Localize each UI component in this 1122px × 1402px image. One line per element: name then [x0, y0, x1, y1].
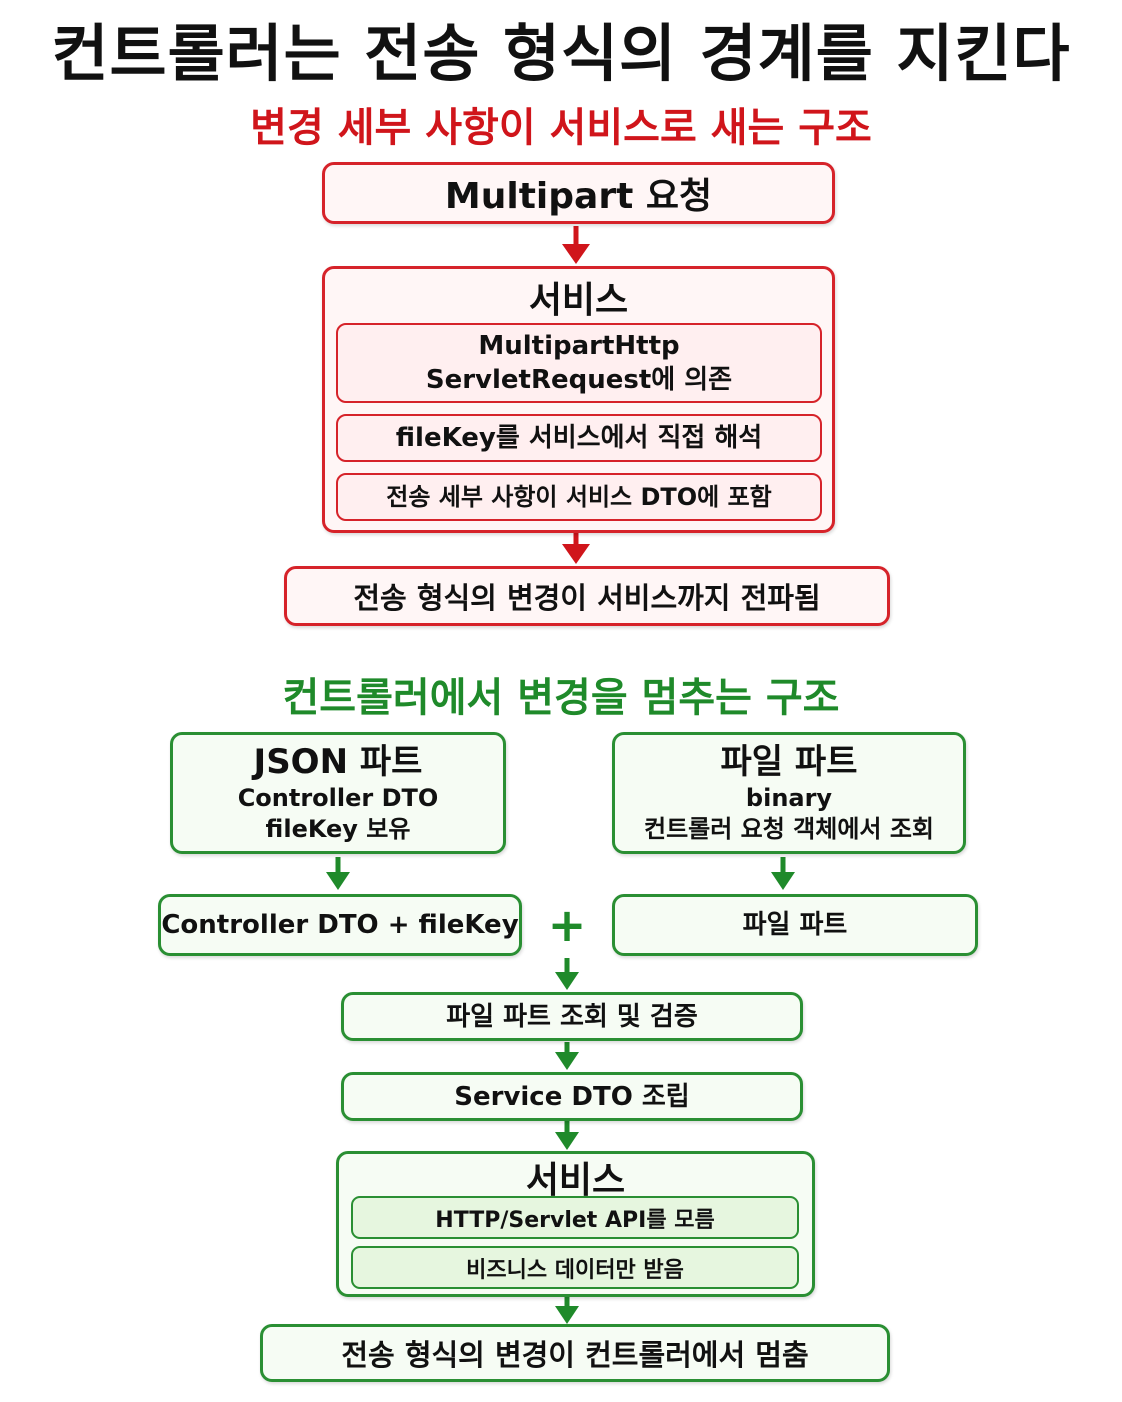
bad-service-title: 서비스: [528, 280, 629, 321]
file-part-line-1: binary: [745, 784, 833, 812]
green-arrow-assemble: [555, 1121, 579, 1150]
bad-result-box: 전송 형식의 변경이 서비스까지 전파됨: [284, 566, 890, 626]
red-arrow-1: [562, 226, 590, 264]
plus-icon: +: [547, 898, 587, 952]
file-part-line-2: 컨트롤러 요청 객체에서 조회: [643, 815, 935, 843]
json-part-line-2: fileKey 보유: [265, 815, 411, 843]
file-part-small-box: 파일 파트: [612, 894, 978, 956]
file-part-box: 파일 파트 binary 컨트롤러 요청 객체에서 조회: [612, 732, 966, 854]
bad-section-title: 변경 세부 사항이 서비스로 새는 구조: [250, 105, 872, 151]
json-part-box: JSON 파트 Controller DTO fileKey 보유: [170, 732, 506, 854]
multipart-request-box: Multipart 요청: [322, 162, 835, 224]
good-service-item-1: HTTP/Servlet API를 모름: [351, 1196, 799, 1239]
lookup-box: 파일 파트 조회 및 검증: [341, 992, 803, 1041]
green-arrow-service: [555, 1297, 579, 1324]
bad-service-item-2: fileKey를 서비스에서 직접 해석: [336, 414, 822, 462]
green-arrow-file: [771, 857, 795, 890]
bad-service-item-1: MultipartHttp ServletRequest에 의존: [336, 323, 822, 403]
json-part-line-1: Controller DTO: [237, 784, 439, 812]
json-part-title: JSON 파트: [253, 742, 423, 782]
controller-dto-box: Controller DTO + fileKey: [158, 894, 522, 956]
good-service-title: 서비스: [525, 1160, 626, 1201]
good-section-title: 컨트롤러에서 변경을 멈추는 구조: [282, 675, 840, 721]
assemble-box: Service DTO 조립: [341, 1072, 803, 1121]
green-arrow-json: [326, 857, 350, 890]
red-arrow-2: [562, 533, 590, 564]
good-service-item-2: 비즈니스 데이터만 받음: [351, 1246, 799, 1289]
green-arrow-merge: [555, 958, 579, 990]
page-title: 컨트롤러는 전송 형식의 경계를 지킨다: [51, 17, 1071, 90]
green-arrow-lookup: [555, 1042, 579, 1070]
bad-service-item-3: 전송 세부 사항이 서비스 DTO에 포함: [336, 473, 822, 521]
file-part-title: 파일 파트: [720, 742, 858, 782]
good-result-box: 전송 형식의 변경이 컨트롤러에서 멈춤: [260, 1324, 890, 1382]
